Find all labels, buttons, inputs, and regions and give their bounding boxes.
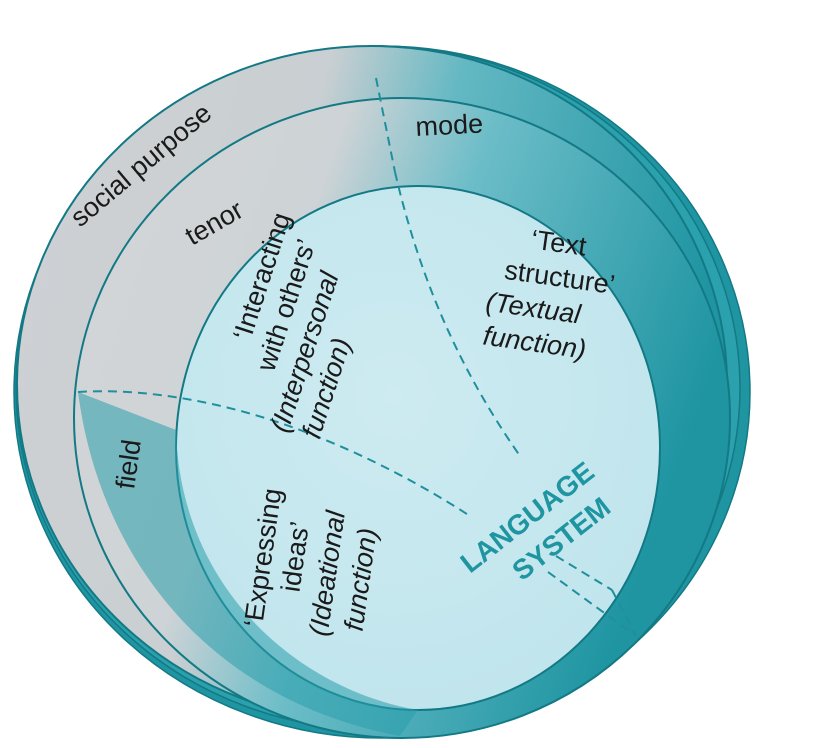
divider-interpersonal-textual <box>394 171 521 457</box>
divider-mode-top <box>375 77 396 173</box>
field-region <box>78 392 418 736</box>
divider-field <box>77 390 471 517</box>
field-label: field <box>110 438 147 491</box>
divider-system-2 <box>547 571 637 637</box>
divider-system-1 <box>555 555 613 591</box>
interpersonal-function-text: ‘Interacting with others’ (Interpersonal… <box>227 209 357 442</box>
divider-system-3 <box>611 589 637 637</box>
mode-label: mode <box>415 108 484 141</box>
